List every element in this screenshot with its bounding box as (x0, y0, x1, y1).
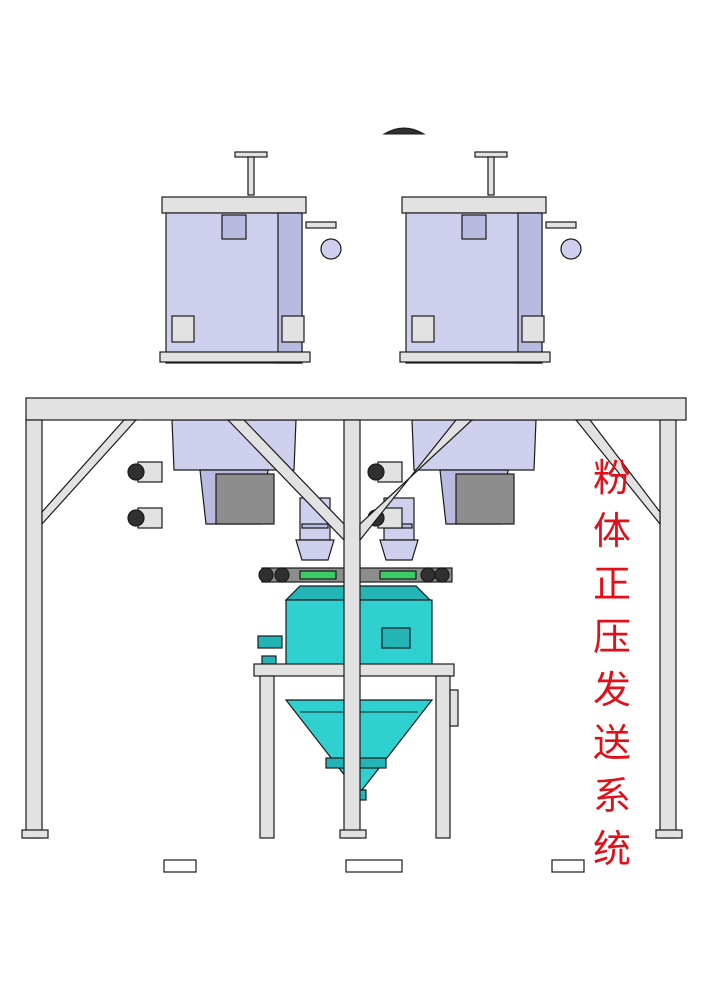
main-frame-leg-right (659, 419, 677, 839)
right-valve-actuator (420, 567, 436, 583)
anchor-left (163, 859, 197, 873)
vessel-side-box (449, 689, 459, 727)
left-outlet-reducer (295, 539, 335, 561)
left-filter-hopper-pulse-valve-head (127, 509, 145, 527)
title-character: 送 (592, 721, 631, 765)
main-frame-leg-left (25, 419, 43, 839)
title-character: 粉 (592, 456, 631, 500)
foot-plate-right (655, 829, 683, 839)
anchor-right (551, 859, 585, 873)
title-character: 压 (592, 615, 631, 659)
title-character: 统 (592, 827, 631, 871)
left-filter-hopper-side-pipe (305, 221, 337, 229)
left-filter-hopper-lug-left (171, 315, 195, 343)
title-character: 体 (592, 509, 631, 553)
title-character: 系 (592, 774, 631, 818)
left-filter-hopper-handwheel (234, 151, 268, 158)
right-filter-hopper-handwheel-stem (487, 156, 495, 196)
title-character: 正 (592, 562, 631, 606)
brace-left-outer (41, 419, 138, 526)
left-pipe-flange (301, 523, 329, 529)
right-filter-hopper-lug-left (411, 315, 435, 343)
main-frame-top-beam (25, 397, 687, 421)
right-valve-indicator (379, 570, 417, 580)
left-filter-hopper-top-flange (161, 196, 307, 214)
right-filter-hopper-top-flange (401, 196, 547, 214)
left-filter-hopper-handwheel-stem (247, 156, 255, 196)
system-title: 粉体正压发送系统 (588, 452, 636, 876)
right-filter-hopper-inspection-port (461, 214, 487, 240)
left-filter-hopper-filter-box (215, 473, 275, 525)
right-filter-hopper-side-pipe (545, 221, 577, 229)
vessel-side-nozzle (257, 635, 283, 649)
left-filter-hopper-pressure-gauge (320, 238, 342, 260)
foot-plate-left (21, 829, 49, 839)
anchor-center (345, 859, 403, 873)
left-valve-actuator (274, 567, 290, 583)
right-filter-hopper-lug-right (521, 315, 545, 343)
left-valve-indicator (299, 570, 337, 580)
left-filter-hopper-inspection-port (221, 214, 247, 240)
left-filter-hopper-pulse-valve-head (127, 463, 145, 481)
brace-right-inner (359, 419, 474, 542)
foot-plate-center (339, 829, 367, 839)
right-filter-hopper-pressure-gauge (560, 238, 582, 260)
right-outlet-reducer (379, 539, 419, 561)
right-valve-actuator (434, 567, 450, 583)
top-lid-part (382, 127, 426, 135)
right-filter-hopper-pulse-valve-head (367, 463, 385, 481)
left-filter-hopper-lug-right (281, 315, 305, 343)
brace-left-inner (226, 419, 345, 542)
left-valve-actuator (258, 567, 274, 583)
title-character: 发 (592, 668, 631, 712)
brace-right-outer (574, 419, 661, 526)
main-frame-leg-center (343, 419, 361, 839)
left-filter-hopper-lug-plate (159, 351, 311, 363)
vessel-small-nozzle (261, 655, 277, 665)
vessel-manhole (381, 627, 411, 649)
right-filter-hopper-filter-box (455, 473, 515, 525)
vessel-support-leg-right (435, 675, 451, 839)
right-filter-hopper-lug-plate (399, 351, 551, 363)
vessel-support-leg-left (259, 675, 275, 839)
right-filter-hopper-handwheel (474, 151, 508, 158)
right-filter-hopper-lower-shell (411, 419, 537, 471)
